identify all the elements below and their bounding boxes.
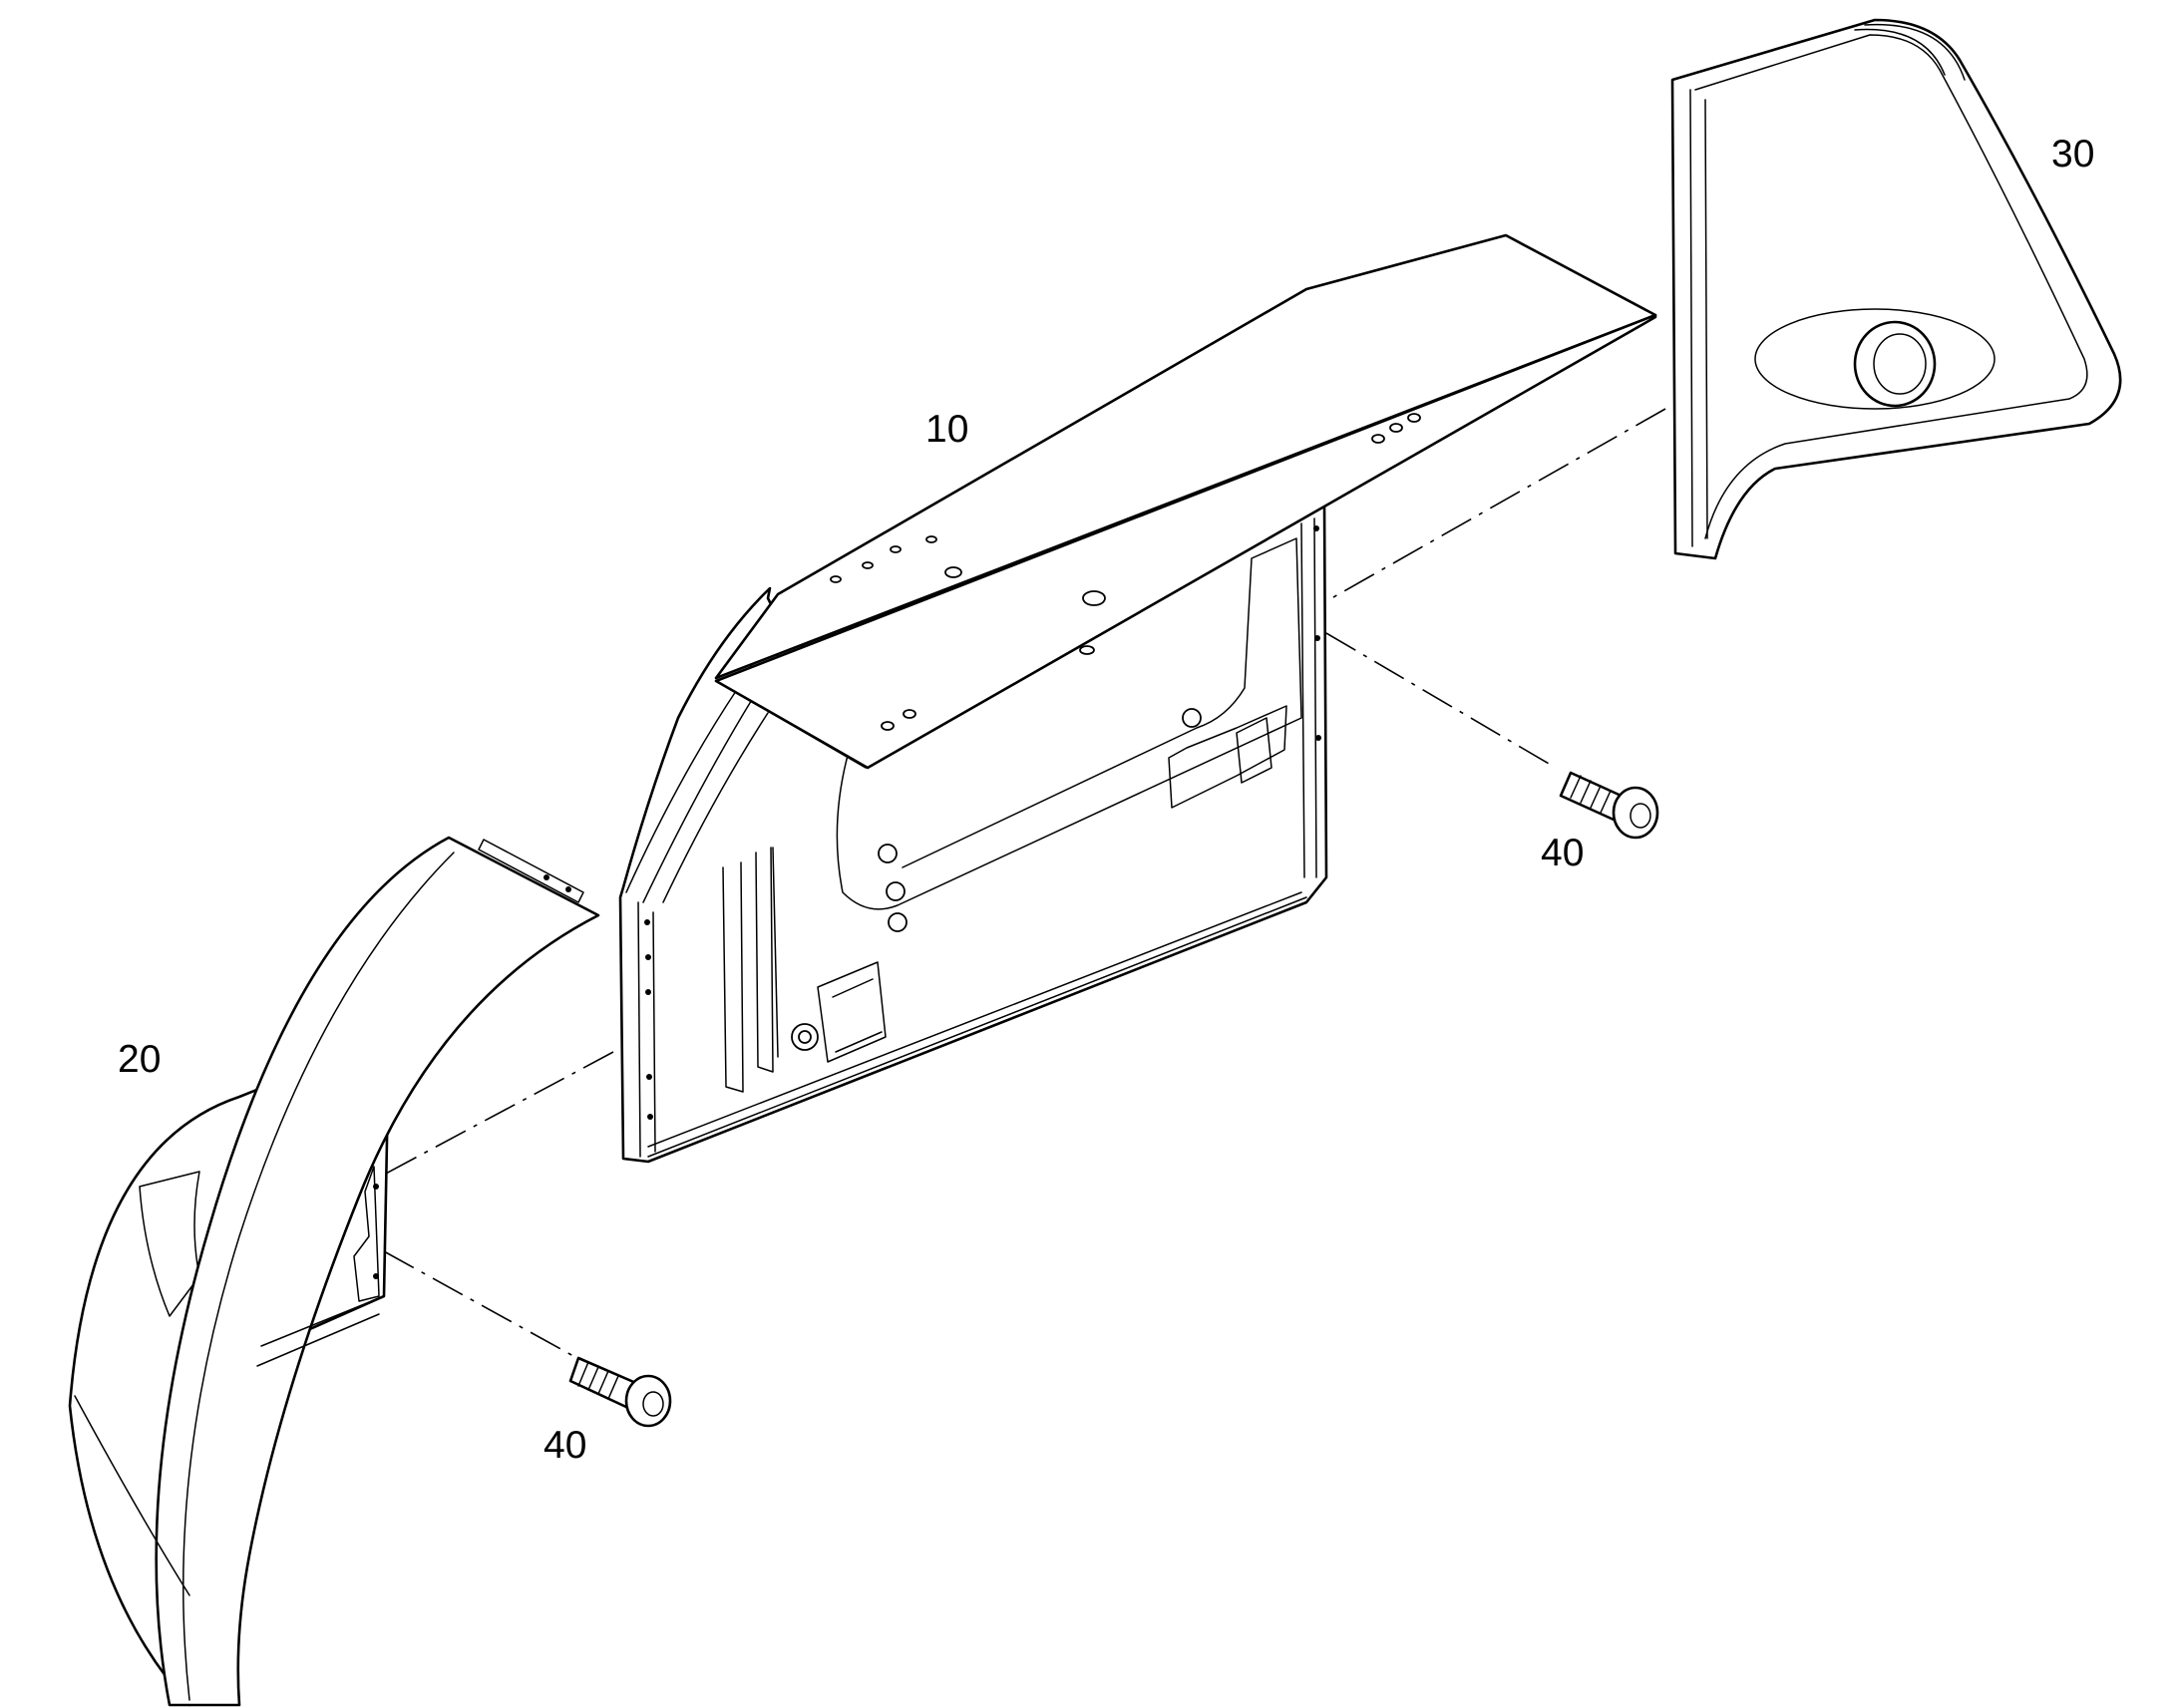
bolt-head-recess — [642, 1391, 664, 1417]
latch-plate — [1236, 717, 1272, 784]
panel-bottom-flange — [647, 891, 1307, 1158]
panel-right-flange — [1300, 517, 1317, 878]
alignment-line-right-bolt — [1325, 632, 1557, 769]
trim-frame-inner-lip — [1694, 34, 2088, 539]
panel-shelf-edge — [714, 313, 1657, 770]
alignment-line-upper — [1325, 408, 1666, 602]
trim-frame-top-rim — [1854, 23, 1966, 81]
end-panel-crease — [182, 852, 455, 1701]
panel-window-recess — [836, 537, 1302, 910]
shelf-holes — [830, 413, 1421, 731]
end-panel-mount-flange — [353, 1166, 380, 1302]
bolt-thread — [577, 1361, 619, 1400]
trim-frame-speaker-ring — [1853, 320, 1937, 408]
alignment-lines — [383, 408, 1666, 1357]
callout-label-30: 30 — [2051, 133, 2094, 175]
boss — [888, 912, 908, 932]
trim-frame-left-edge — [1689, 89, 1708, 547]
callout-label-40-left: 40 — [544, 1424, 586, 1467]
end-panel-holes — [373, 874, 571, 1279]
panel-left-flange — [637, 901, 656, 1158]
boss — [878, 844, 898, 863]
curved-end-panel-part-20 — [68, 836, 600, 1707]
alignment-line-lower — [383, 1051, 614, 1176]
end-panel-shell — [155, 836, 600, 1707]
callout-label-10: 10 — [925, 408, 968, 451]
callout-label-20: 20 — [118, 1038, 161, 1081]
bolt-part-40-right — [1559, 771, 1659, 840]
callout-label-40-right: 40 — [1541, 832, 1584, 874]
bolt-thread — [1570, 775, 1612, 814]
bolt-part-40-left — [568, 1356, 672, 1428]
bolt-head-recess — [1630, 803, 1651, 829]
boss — [1182, 708, 1202, 728]
end-panel-lower-edge — [74, 1395, 190, 1596]
trim-frame-outer — [1670, 18, 2122, 560]
latch-pocket — [1168, 705, 1287, 809]
trim-frame-recess — [1754, 308, 1996, 410]
grommet-center — [798, 1030, 812, 1044]
trim-frame-speaker-center — [1873, 333, 1927, 395]
end-panel-cutout — [139, 1171, 200, 1317]
end-panel-top-tab — [478, 839, 584, 903]
alignment-line-left-bolt — [383, 1250, 574, 1357]
boss — [886, 881, 906, 901]
panel-lower-bracket — [817, 961, 887, 1063]
trim-frame-part-30 — [1670, 18, 2122, 560]
end-panel-bottom-flange — [256, 1295, 385, 1367]
panel-ribs — [722, 847, 779, 1093]
main-panel-part-10 — [618, 233, 1657, 1164]
flange-holes — [644, 525, 1321, 1120]
